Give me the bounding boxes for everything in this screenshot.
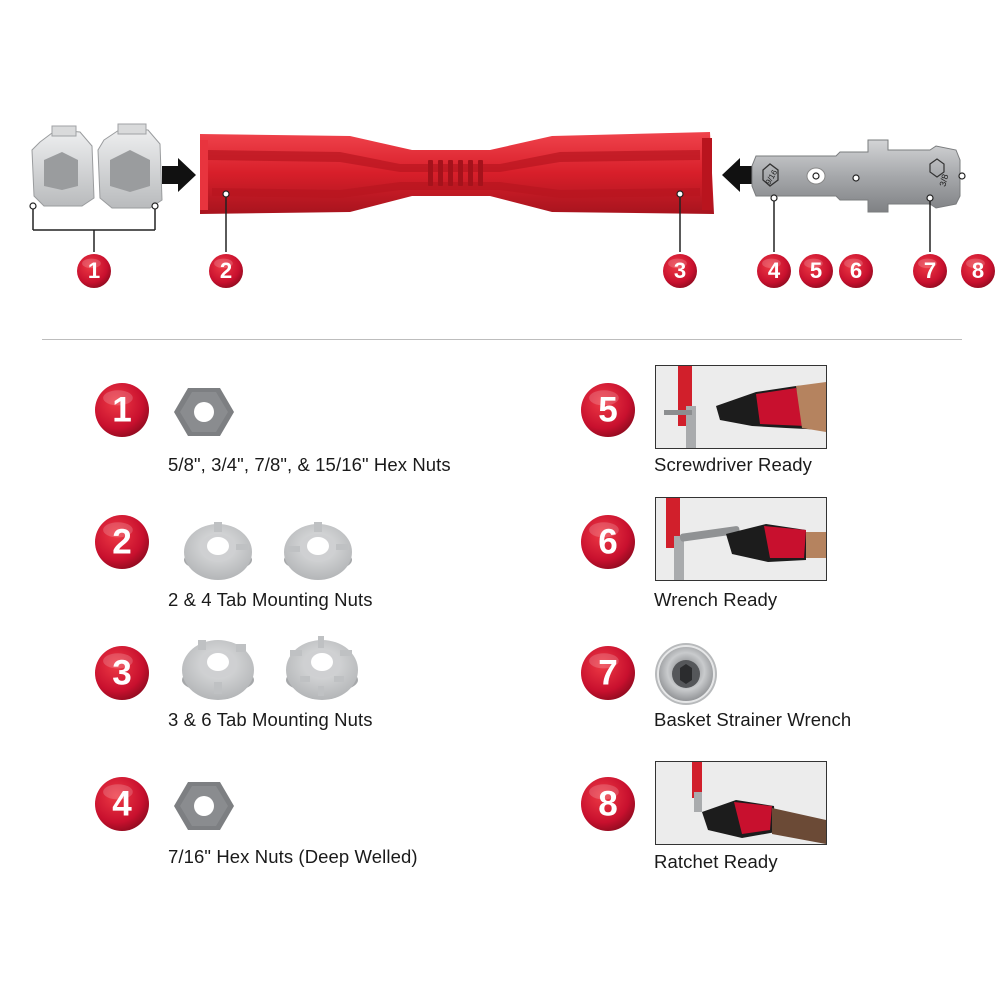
legend-badge-4-label: 4 <box>112 784 132 823</box>
callout-badge-3-label: 3 <box>674 258 686 283</box>
ratchet-photo <box>655 761 827 845</box>
hex-insert-small <box>31 125 95 207</box>
legend-badge-5: 5 <box>581 383 635 437</box>
legend-badge-1-label: 1 <box>112 390 132 429</box>
socket-mark-right: 3/8 <box>938 173 951 188</box>
legend-badge-2-label: 2 <box>112 522 132 561</box>
arrow-left-icon <box>722 158 756 192</box>
callout-badge-7-label: 7 <box>924 258 936 283</box>
section-divider <box>42 339 962 340</box>
tab-mounting-nut-icon <box>184 522 252 580</box>
red-wrench-body <box>200 132 714 214</box>
callout-badge-1: 1 <box>77 254 111 288</box>
callout-badge-8-label: 8 <box>972 258 984 283</box>
hex-nut-icon <box>174 782 234 830</box>
legend-badge-4: 4 <box>95 777 149 831</box>
legend-caption-3: 3 & 6 Tab Mounting Nuts <box>168 709 373 730</box>
callout-badge-5-label: 5 <box>810 258 822 283</box>
legend-caption-8: Ratchet Ready <box>654 851 778 872</box>
basket-strainer-icon <box>655 643 717 705</box>
legend-badge-2: 2 <box>95 515 149 569</box>
callout-badge-6-label: 6 <box>850 258 862 283</box>
legend-badge-8: 8 <box>581 777 635 831</box>
callout-badge-6: 6 <box>839 254 873 288</box>
legend-badge-3: 3 <box>95 646 149 700</box>
legend-badge-5-label: 5 <box>598 390 618 429</box>
legend-caption-5: Screwdriver Ready <box>654 454 812 475</box>
callout-badge-3: 3 <box>663 254 697 288</box>
arrow-right-icon <box>162 158 196 192</box>
legend-badge-1: 1 <box>95 383 149 437</box>
tab-mounting-nut-icon <box>284 522 352 580</box>
legend-badge-7-label: 7 <box>598 653 618 692</box>
legend-badge-8-label: 8 <box>598 784 618 823</box>
screwdriver-photo <box>655 365 827 449</box>
legend-caption-2: 2 & 4 Tab Mounting Nuts <box>168 589 373 610</box>
legend-badge-3-label: 3 <box>112 653 132 692</box>
legend-badge-6-label: 6 <box>598 522 618 561</box>
callout-badge-1-label: 1 <box>88 258 100 283</box>
legend-caption-1: 5/8", 3/4", 7/8", & 15/16" Hex Nuts <box>168 454 451 475</box>
leader-lines <box>225 196 931 252</box>
callout-badge-2: 2 <box>209 254 243 288</box>
hex-nut-icon <box>174 388 234 436</box>
legend-badge-7: 7 <box>581 646 635 700</box>
hex-insert-large <box>97 123 163 209</box>
legend-badge-6: 6 <box>581 515 635 569</box>
callout-bracket <box>32 208 156 252</box>
callout-badge-8: 8 <box>961 254 995 288</box>
legend-caption-6: Wrench Ready <box>654 589 778 610</box>
tab-mounting-nut-icon <box>182 640 254 700</box>
tab-mounting-nut-icon <box>286 636 358 700</box>
wrench-photo <box>655 497 827 581</box>
callout-badge-5: 5 <box>799 254 833 288</box>
callout-badge-4-label: 4 <box>768 258 781 283</box>
callout-badge-2-label: 2 <box>220 258 232 283</box>
callout-badge-7: 7 <box>913 254 947 288</box>
legend-caption-4: 7/16" Hex Nuts (Deep Welled) <box>168 846 418 867</box>
callout-badge-4: 4 <box>757 254 791 288</box>
legend-caption-7: Basket Strainer Wrench <box>654 709 852 730</box>
